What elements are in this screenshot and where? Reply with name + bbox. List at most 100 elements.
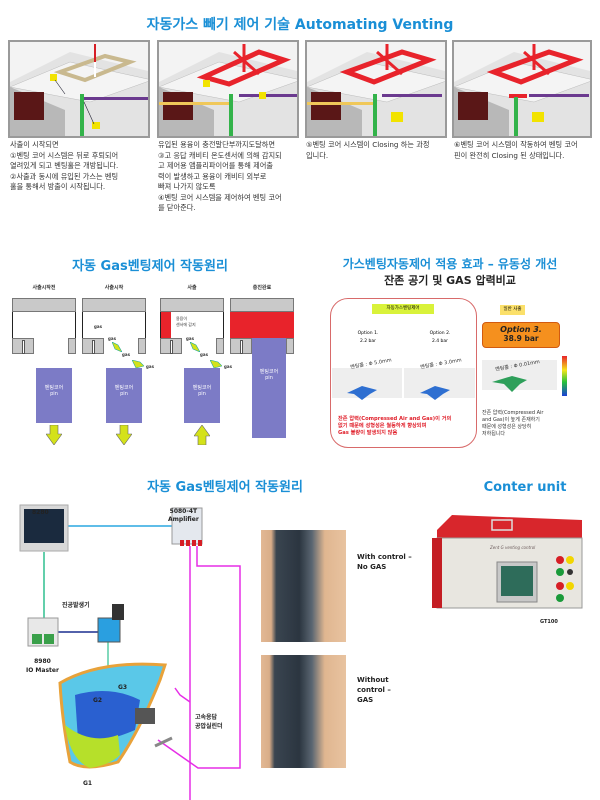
- controller-panel-label: Zent G venting control: [490, 545, 536, 550]
- option2-pressure: 2.4 bar: [431, 339, 449, 344]
- gate-g3-label: G3: [118, 684, 128, 691]
- mold-top-plate: [82, 298, 146, 312]
- gate-g1-label: G1: [83, 780, 93, 787]
- cavity: [12, 312, 76, 338]
- monitor-label: 8280: [32, 509, 49, 516]
- photo-without-control-label: Without control – GAS: [357, 676, 391, 704]
- gas-label: gas: [94, 324, 102, 329]
- core-sub-label: pin: [50, 391, 58, 397]
- mold-top-plate: [230, 298, 294, 312]
- option1-pressure: 2.2 bar: [359, 339, 377, 344]
- auto-venting-label: 자동가스벤팅제어: [372, 304, 434, 314]
- gas-label: gas: [186, 336, 194, 341]
- core-sub-label: pin: [120, 391, 128, 397]
- option3-badge: Option 3. 38.9 bar: [482, 322, 560, 348]
- core-label: 벤팅코어: [44, 385, 64, 391]
- amplifier-5080: [171, 507, 203, 545]
- pneumatic-cylinder: [135, 708, 155, 724]
- mold-bottom-right: [216, 338, 224, 354]
- venting-step-image-4: [452, 40, 592, 138]
- controller-model-label: GT100: [540, 619, 558, 625]
- option2-label: Option 2. 2.4 bar: [420, 330, 460, 346]
- cylinder-label: 고속응답 공압실린더: [195, 714, 223, 730]
- normal-injection-label: 일반 사출: [500, 305, 525, 315]
- mold-illustration: [454, 44, 590, 136]
- auto-venting-note: 잔존 압력(Compressed Air and Gas)이 거의 없기 때문에…: [338, 416, 452, 436]
- system-wiring-diagram: [19, 504, 241, 800]
- venting-step-image-2: [157, 40, 299, 138]
- mold-bottom-right: [286, 338, 294, 354]
- stage-label: 사출시작전: [32, 285, 56, 291]
- sensor-note: 용융이 센서에 감지: [176, 316, 196, 327]
- controller-unit-photo: [432, 515, 583, 609]
- gate-g2-label: G2: [93, 697, 103, 704]
- arrow-down-icon: [46, 425, 62, 445]
- flow-simulation-auto: [332, 368, 475, 400]
- core-label: 벤팅코어: [192, 385, 212, 391]
- gas-label: gas: [122, 352, 130, 357]
- venting-step-image-1: [8, 40, 150, 138]
- gas-flow-arrow-icon: [112, 342, 122, 352]
- photo-without-control: [261, 655, 346, 768]
- mold-top-plate: [160, 298, 224, 312]
- venting-step-caption-2: 유입된 용융이 충전말단부까지도달하면 ③고 응답 캐비티 온도센서에 의해 감…: [158, 140, 282, 212]
- venting-step-image-3: [305, 40, 447, 138]
- section3-title: 가스벤팅자동제어 적용 효과 – 유동성 개선: [342, 257, 558, 271]
- mold-illustration: [159, 44, 297, 136]
- melt-fill: [230, 312, 294, 338]
- sensor: [240, 340, 243, 354]
- flow-simulation-normal: [482, 356, 567, 396]
- section5-title: Conter unit: [483, 480, 567, 495]
- stage-label: 충진완료: [252, 285, 272, 291]
- sensor: [92, 340, 95, 354]
- stage-label: 사출: [187, 285, 197, 291]
- option3-name: Option 3.: [500, 325, 542, 334]
- mold-illustration: [307, 44, 445, 136]
- sensor: [170, 340, 173, 354]
- io-master-label: 8980 IO Master: [26, 658, 59, 674]
- option3-pressure: 38.9 bar: [503, 334, 539, 343]
- vacuum-generator-label: 진공발생기: [62, 602, 90, 609]
- gas-label: gas: [146, 364, 154, 369]
- core-label: 벤팅코어: [259, 369, 279, 375]
- photo-with-control-label: With control – No GAS: [357, 553, 412, 571]
- arrow-down-icon: [116, 425, 132, 445]
- mold-illustration: [10, 44, 148, 136]
- melt-fill: [161, 312, 171, 338]
- venting-step-caption-4: ⑥벤팅 코어 시스템이 작동하여 벤팅 코어 핀이 완전히 Closing 된 …: [454, 140, 578, 160]
- section3-subtitle: 잔존 공기 및 GAS 압력비교: [384, 274, 516, 287]
- option1-label: Option 1. 2.2 bar: [348, 330, 388, 346]
- section4-title: 자동 Gas벤팅제어 작동원리: [147, 480, 303, 495]
- gas-label: gas: [108, 336, 116, 341]
- arrow-up-icon: [194, 425, 210, 445]
- gas-label: gas: [200, 352, 208, 357]
- sensor: [22, 340, 25, 354]
- vacuum-generator: [97, 617, 121, 643]
- core-sub-label: pin: [198, 391, 206, 397]
- gas-flow-arrow-icon: [132, 360, 144, 368]
- option2-name: Option 2.: [429, 331, 451, 336]
- venting-step-caption-1: 사출이 시작되면 ①벤팅 코어 시스템은 뒤로 후퇴되어 열려있게 되고 벤팅홀…: [10, 140, 119, 191]
- mold-bottom-right: [138, 338, 146, 354]
- gas-label: gas: [224, 364, 232, 369]
- stage-label: 사출시작: [104, 285, 124, 291]
- normal-injection-note: 잔존 압력(Compressed Air and Gas)이 높게 존재하기 때…: [482, 410, 544, 437]
- gas-flow-arrow-icon: [190, 342, 200, 352]
- core-sub-label: pin: [265, 375, 273, 381]
- venting-step-caption-3: ⑤벤팅 코어 시스템이 Closing 하는 과정 입니다.: [306, 140, 430, 160]
- mold-top-plate: [12, 298, 76, 312]
- cavity: [82, 312, 146, 338]
- section1-title: 자동가스 빼기 제어 기술 Automating Venting: [146, 17, 454, 33]
- core-label: 벤팅코어: [114, 385, 134, 391]
- option1-name: Option 1.: [357, 331, 379, 336]
- section2-title: 자동 Gas벤팅제어 작동원리: [72, 259, 228, 274]
- mold-bottom-right: [68, 338, 76, 354]
